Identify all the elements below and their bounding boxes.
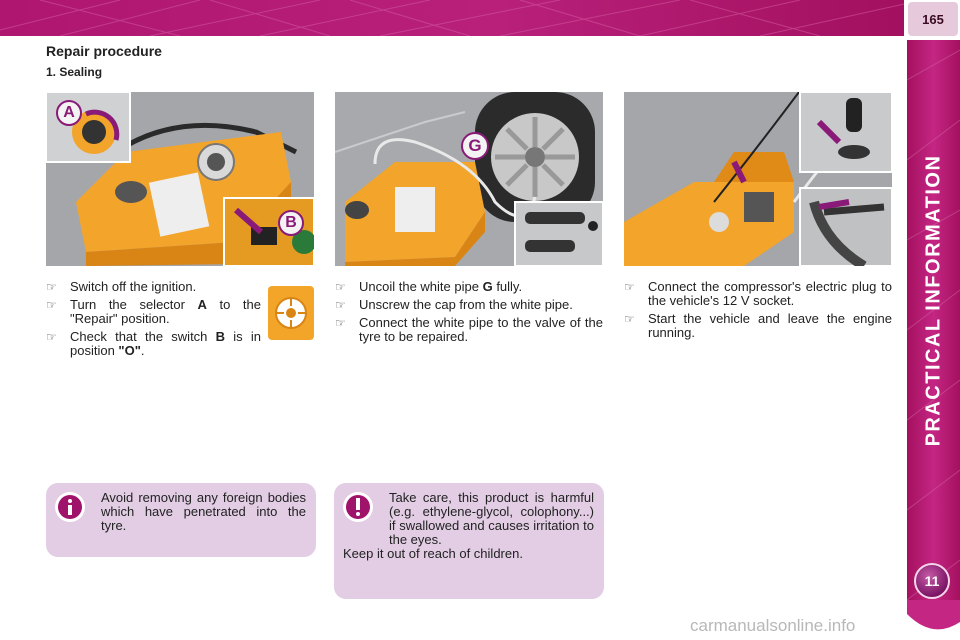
step-text-part: is in position (70, 329, 261, 358)
step-item: ☞ Switch off the ignition. (46, 279, 261, 295)
info-note: Avoid removing any foreign bodies which … (46, 483, 316, 557)
section-title: Repair procedure (46, 43, 162, 59)
step-text-part: fully. (492, 279, 523, 294)
step-text-part: to the "Repair" position. (70, 297, 261, 326)
step-text: Switch off the ignition. (70, 279, 197, 294)
sidebar-bottom-curve (907, 600, 960, 640)
illustration-selector-switch: A B (46, 92, 314, 266)
step-text-part: Turn the selector (70, 297, 198, 312)
hand-pointer-icon: ☞ (46, 330, 57, 344)
hand-pointer-icon: ☞ (335, 298, 346, 312)
hand-pointer-icon: ☞ (624, 312, 635, 326)
step-text: Unscrew the cap from the white pipe. (359, 297, 573, 312)
hand-pointer-icon: ☞ (46, 280, 57, 294)
label-a-marker: A (56, 100, 82, 126)
page-number: 165 (908, 2, 958, 36)
steps-column-2: ☞ Uncoil the white pipe G fully. ☞ Unscr… (335, 280, 603, 348)
warning-note-text: Take care, this product is harmful (e.g.… (389, 490, 594, 547)
step-item: ☞ Connect the compressor's electric plug… (624, 280, 892, 308)
hand-pointer-icon: ☞ (46, 298, 57, 312)
step-item: ☞ Unscrew the cap from the white pipe. (335, 297, 603, 313)
step-item: ☞ Connect the white pipe to the valve of… (335, 316, 603, 344)
label-b-marker: B (278, 210, 304, 236)
chapter-title: PRACTICAL INFORMATION (907, 40, 960, 560)
warning-note: Take care, this product is harmful (e.g.… (334, 483, 604, 599)
banner-pattern (0, 0, 904, 36)
label-g-marker: G (461, 132, 489, 160)
chapter-number-badge: 11 (914, 563, 950, 599)
steps-column-3: ☞ Connect the compressor's electric plug… (624, 280, 892, 344)
watermark: carmanualsonline.info (690, 616, 856, 635)
step-text-part: Uncoil the white pipe (359, 279, 483, 294)
illustration-tyre-valve: G (335, 92, 603, 266)
top-banner (0, 0, 904, 36)
step-text: Connect the white pipe to the valve of t… (359, 315, 603, 344)
hand-pointer-icon: ☞ (624, 280, 635, 294)
pipe-reference: G (482, 279, 493, 294)
warning-icon (343, 492, 373, 522)
steps-column-1: ☞ Switch off the ignition. ☞ Turn the se… (46, 280, 261, 362)
switch-reference: B (215, 329, 226, 344)
step-item: ☞ Start the vehicle and leave the engine… (624, 312, 892, 340)
chapter-sidebar (907, 40, 960, 640)
warning-note-children: Keep it out of reach of children. (343, 546, 523, 561)
info-icon (55, 492, 85, 522)
step-item: ☞ Check that the switch B is in position… (46, 330, 261, 358)
sidebar-pattern (907, 49, 960, 601)
step-text: Start the vehicle and leave the engine r… (648, 311, 892, 340)
selector-reference: A (197, 297, 207, 312)
step-text-part: Check that the switch (70, 329, 216, 344)
hand-pointer-icon: ☞ (335, 316, 346, 330)
illustration-socket-plug (624, 92, 892, 266)
switch-position: "O" (118, 343, 141, 358)
step-text: Connect the compressor's electric plug t… (648, 279, 892, 308)
repair-selector-icon (268, 286, 314, 340)
chapter-title-text: PRACTICAL INFORMATION (922, 154, 945, 446)
step-text-part: . (140, 343, 145, 358)
hand-pointer-icon: ☞ (335, 280, 346, 294)
step-item: ☞ Turn the selector A to the "Repair" po… (46, 298, 261, 326)
section-subtitle: 1. Sealing (46, 65, 103, 79)
info-note-text: Avoid removing any foreign bodies which … (101, 490, 306, 533)
step-item: ☞ Uncoil the white pipe G fully. (335, 279, 603, 295)
